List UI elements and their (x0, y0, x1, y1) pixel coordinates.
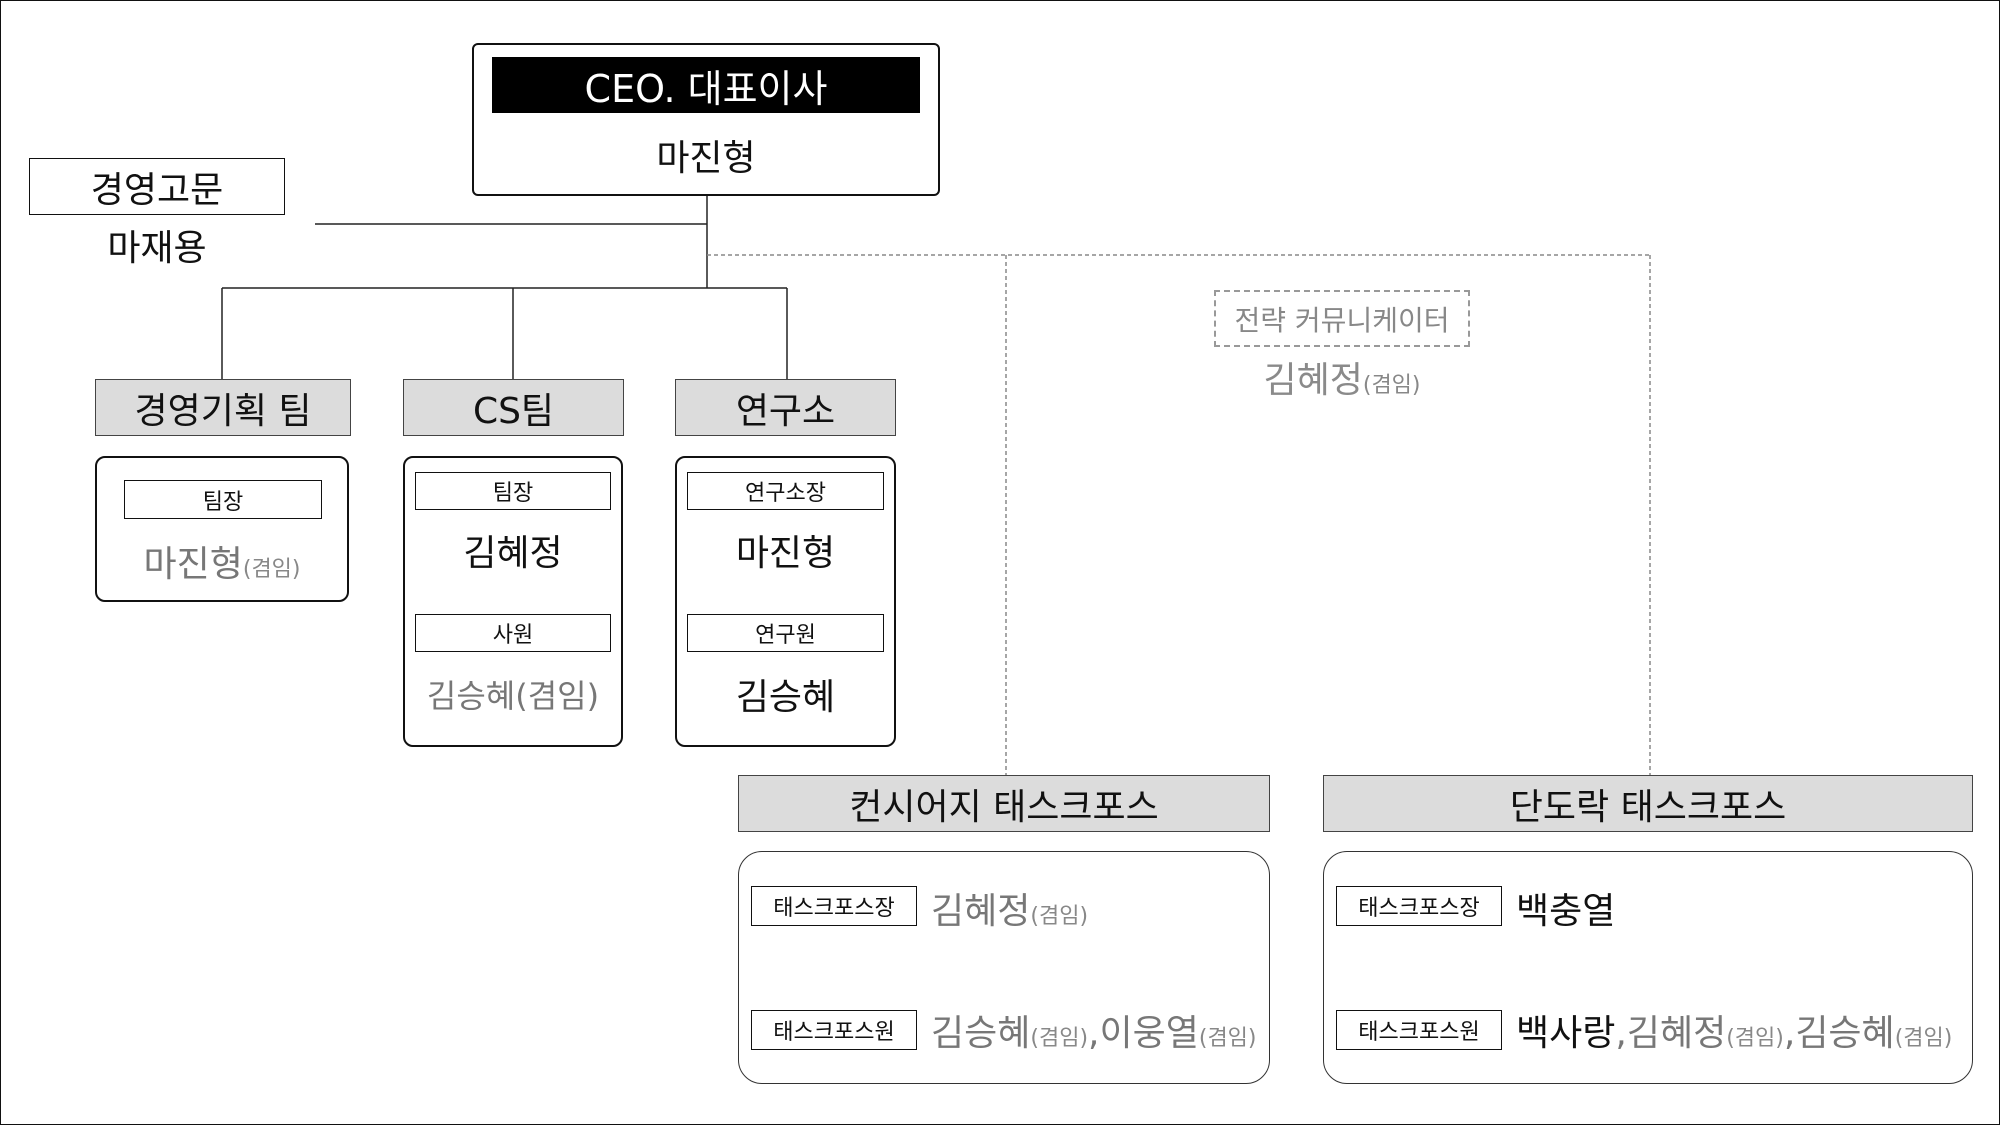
role-tag: 태스크포스장 (751, 886, 917, 926)
dept-box-cs: 팀장 김혜정 사원 김승혜(겸임) (403, 456, 623, 747)
person-name: 김혜정 (1263, 360, 1363, 401)
dept-box-lab: 연구소장 마진형 연구원 김승혜 (675, 456, 896, 747)
dept-header-planning: 경영기획 팀 (95, 379, 351, 436)
dept-header-lab: 연구소 (675, 379, 896, 436)
concurrent-note: (겸임) (242, 557, 301, 582)
leader-holder: 백충열 (1516, 882, 1615, 932)
leader-holder: 김혜정 (겸임) (931, 882, 1088, 932)
taskforce-header-dandorak: 단도락 태스크포스 (1323, 775, 1973, 832)
separator: , (1088, 1013, 1100, 1054)
ceo-box: CEO. 대표이사 마진형 (472, 43, 940, 196)
role-holder: 마진형 (겸임) (97, 534, 347, 588)
person-name: 김승혜(겸임) (426, 677, 600, 715)
concurrent-note: (겸임) (1030, 1026, 1089, 1051)
dept-header-cs: CS팀 (403, 379, 624, 436)
concurrent-note: (겸임) (1362, 373, 1421, 398)
concurrent-note: (겸임) (1198, 1026, 1257, 1051)
ceo-title: CEO. 대표이사 (492, 57, 920, 113)
advisor-name: 마재용 (107, 228, 207, 269)
role-tag: 연구소장 (687, 472, 884, 510)
members-holder: 김승혜 (겸임) , 이웅열 (겸임) (931, 1004, 1257, 1054)
members-holder: 백사랑 , 김혜정 (겸임) , 김승혜 (겸임) (1516, 1004, 1952, 1054)
person-name: 이웅열 (1099, 1013, 1199, 1054)
person-name: 김혜정 (931, 891, 1031, 932)
person-name: 김혜정 (1626, 1013, 1727, 1054)
separator: , (1615, 1013, 1627, 1054)
person-name: 김승혜 (1795, 1013, 1895, 1054)
person-name: 백사랑 (1516, 1013, 1616, 1054)
person-name: 마진형 (143, 544, 243, 585)
person-name: 김혜정 (463, 533, 563, 574)
concurrent-note: (겸임) (1726, 1026, 1784, 1051)
role-tag: 태스크포스원 (1336, 1010, 1502, 1050)
concurrent-note: (겸임) (1894, 1026, 1953, 1051)
dept-box-planning: 팀장 마진형 (겸임) (95, 456, 349, 602)
advisor-title: 경영고문 (29, 158, 285, 215)
taskforce-box-dandorak: 태스크포스장 백충열 태스크포스원 백사랑 , 김혜정 (겸임) , 김승혜 (… (1323, 851, 1973, 1084)
ceo-name: 마진형 (656, 138, 756, 179)
person-name: 김승혜 (735, 677, 836, 718)
strategy-holder: 김혜정 (겸임) (1214, 350, 1470, 404)
taskforce-header-concierge: 컨시어지 태스크포스 (738, 775, 1270, 832)
role-tag: 연구원 (687, 614, 884, 652)
role-tag: 팀장 (415, 472, 611, 510)
person-name: 김승혜 (931, 1013, 1031, 1054)
role-tag: 사원 (415, 614, 611, 652)
separator: , (1783, 1013, 1796, 1054)
person-name: 마진형 (735, 533, 836, 574)
role-tag: 태스크포스원 (751, 1010, 917, 1050)
strategy-title: 전략 커뮤니케이터 (1214, 290, 1470, 347)
role-tag: 태스크포스장 (1336, 886, 1502, 926)
concurrent-note: (겸임) (1030, 904, 1089, 929)
person-name: 백충열 (1516, 891, 1616, 932)
taskforce-box-concierge: 태스크포스장 김혜정 (겸임) 태스크포스원 김승혜 (겸임) , 이웅열 (겸… (738, 851, 1270, 1084)
role-tag: 팀장 (124, 480, 322, 519)
